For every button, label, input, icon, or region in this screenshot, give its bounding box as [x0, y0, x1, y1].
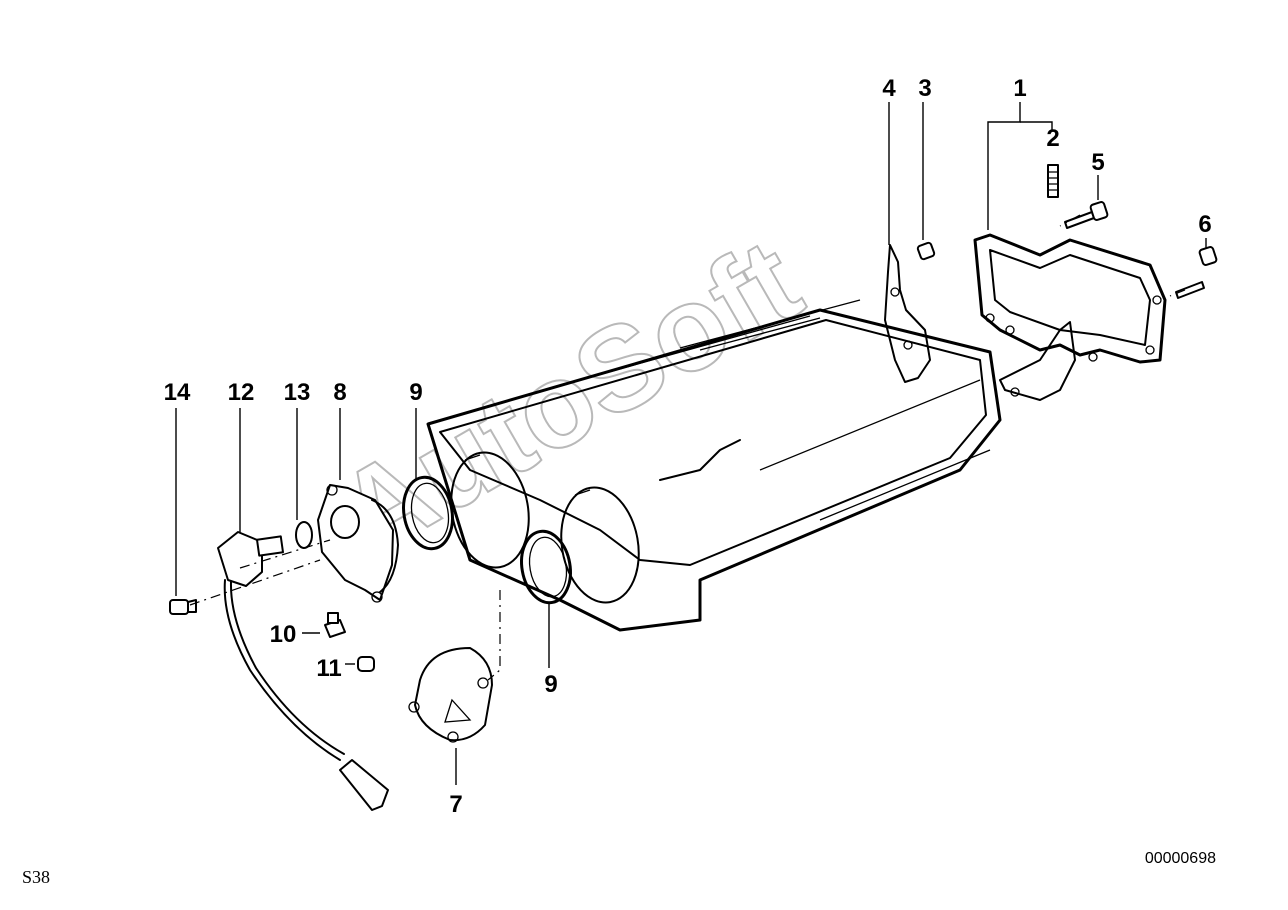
engine-code: S38 [22, 867, 50, 887]
part-14-bolt [169, 599, 197, 615]
callout-5: 5 [1091, 149, 1104, 176]
part-3-dowel [916, 241, 936, 261]
callout-12: 12 [228, 379, 255, 406]
callout-1: 1 [1013, 75, 1026, 102]
callout-8: 8 [333, 379, 346, 406]
callout-4: 4 [882, 75, 896, 102]
part-5-bolt [1064, 201, 1109, 229]
diagram-code: 00000698 [1145, 850, 1216, 867]
callout-9-upper: 9 [409, 379, 422, 406]
callout-14: 14 [164, 379, 191, 406]
part-6-bolt [1175, 246, 1218, 299]
callout-7: 7 [449, 791, 462, 818]
part-1-gasket [973, 233, 1167, 401]
callout-13: 13 [284, 379, 311, 406]
leader-lines [175, 102, 1207, 785]
part-4-gasket [884, 244, 931, 383]
part-10-bolt [324, 612, 346, 638]
callout-6: 6 [1198, 211, 1211, 238]
part-8-housing [317, 484, 399, 603]
callout-3: 3 [918, 75, 931, 102]
part-9-orings [402, 475, 572, 605]
callout-2: 2 [1046, 125, 1059, 152]
part-13-washer [295, 521, 313, 549]
callout-11: 11 [316, 655, 341, 682]
part-11-nut [357, 656, 375, 672]
callout-9-lower: 9 [544, 671, 557, 698]
part-12-sensor [217, 531, 389, 811]
callout-10: 10 [270, 621, 297, 648]
part-2-stud [1047, 164, 1059, 198]
alignment-lines [189, 214, 1186, 681]
part-7-cover [408, 647, 493, 743]
callouts: 1 2 3 4 5 6 7 8 9 9 10 11 12 13 14 [164, 75, 1212, 818]
